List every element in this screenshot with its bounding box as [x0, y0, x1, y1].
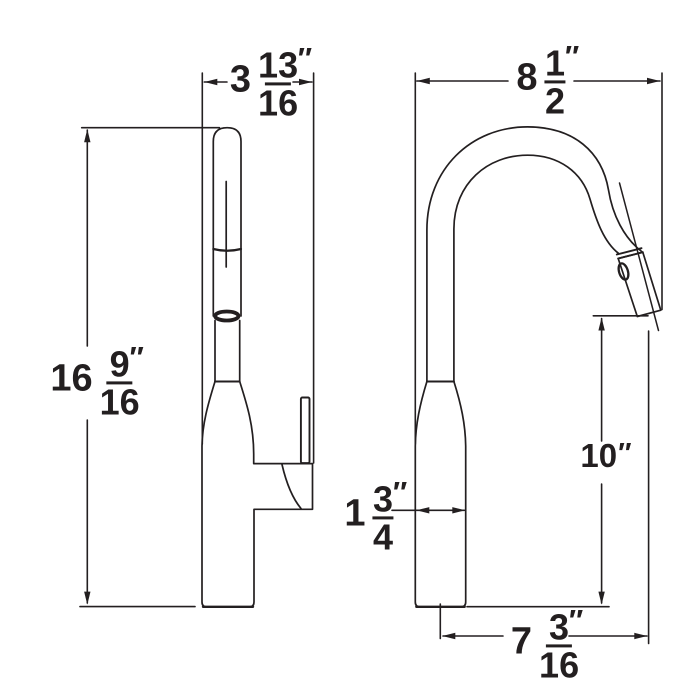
side-body-outline — [414, 380, 467, 608]
dim-fraction: 1″ 2 — [544, 40, 580, 122]
dim-denominator: 16 — [258, 82, 299, 124]
front-spray-head-seam — [212, 247, 243, 252]
fraction-bar — [546, 644, 573, 648]
inch-mark: ″ — [564, 40, 580, 74]
dim-whole-number: 1 — [344, 492, 366, 534]
dimension-arrowheads — [84, 77, 660, 640]
dim-whole-number: 10″ — [580, 437, 632, 474]
dim-side-overall-width-label: 8 1″ 2 — [516, 40, 580, 122]
fraction-bar — [544, 80, 566, 84]
dim-whole-number: 3 — [229, 58, 252, 100]
dim-front-overall-width-label: 3 13″ 16 — [229, 42, 313, 124]
arrow-down-icon — [598, 591, 605, 605]
arrow-right-icon — [634, 632, 648, 640]
dim-numerator: 3″ — [549, 604, 584, 648]
inch-mark: ″ — [618, 437, 632, 468]
inch-mark: ″ — [568, 604, 584, 638]
dim-numerator: 1″ — [545, 40, 580, 84]
arrow-left-icon — [416, 77, 430, 85]
side-spray-head — [617, 251, 662, 318]
dim-whole-number: 8 — [516, 56, 538, 98]
handle-base-profile — [281, 463, 302, 510]
dim-whole-number: 16 — [50, 357, 93, 399]
arrow-up-icon — [84, 129, 91, 143]
fraction-bar — [106, 381, 133, 385]
fraction-bar — [372, 516, 394, 520]
inch-mark: ″ — [297, 42, 313, 76]
dim-numerator: 13″ — [258, 42, 313, 86]
dim-fraction: 3″ 16 — [539, 604, 584, 686]
dim-fraction: 9″ 16 — [99, 341, 144, 423]
handle-lever — [299, 396, 311, 465]
dim-denominator: 4 — [373, 516, 394, 558]
dim-spout-clearance-label: 10″ — [580, 437, 632, 474]
wand-detail-line — [618, 182, 660, 332]
dim-body-diameter-label: 1 3″ 4 — [344, 476, 408, 558]
gooseneck-inner-edge — [453, 154, 620, 383]
arrow-down-icon — [84, 591, 91, 605]
arrow-up-icon — [598, 317, 605, 331]
arrow-left-icon — [416, 507, 430, 514]
dim-denominator: 2 — [545, 80, 566, 122]
dim-spout-reach-label: 7 3″ 16 — [510, 604, 584, 686]
dim-numerator: 3″ — [373, 476, 408, 520]
front-aerator-ellipse — [213, 309, 241, 323]
arrow-right-icon — [299, 78, 312, 86]
inch-mark: ″ — [129, 341, 144, 375]
spray-button — [617, 262, 630, 281]
arrow-left-icon — [442, 632, 456, 640]
dim-whole-number: 7 — [510, 620, 533, 662]
dim-fraction: 13″ 16 — [258, 42, 313, 124]
dim-numerator: 9″ — [109, 341, 144, 385]
gooseneck-outer-edge — [426, 126, 643, 383]
front-body-outline — [201, 380, 314, 608]
dimension-annotations — [79, 72, 663, 645]
arrow-left-icon — [204, 78, 218, 86]
dim-fraction: 3″ 4 — [372, 476, 408, 558]
front-view-outline — [201, 126, 314, 608]
fraction-bar — [265, 82, 292, 86]
inch-mark: ″ — [392, 476, 408, 510]
dim-denominator: 16 — [539, 644, 580, 686]
arrow-right-icon — [647, 77, 660, 85]
dim-denominator: 16 — [99, 381, 140, 423]
dim-overall-height-label: 16 9″ 16 — [50, 341, 144, 423]
arrow-right-icon — [452, 507, 466, 514]
front-spray-head — [212, 126, 242, 317]
side-view-outline — [414, 126, 662, 608]
